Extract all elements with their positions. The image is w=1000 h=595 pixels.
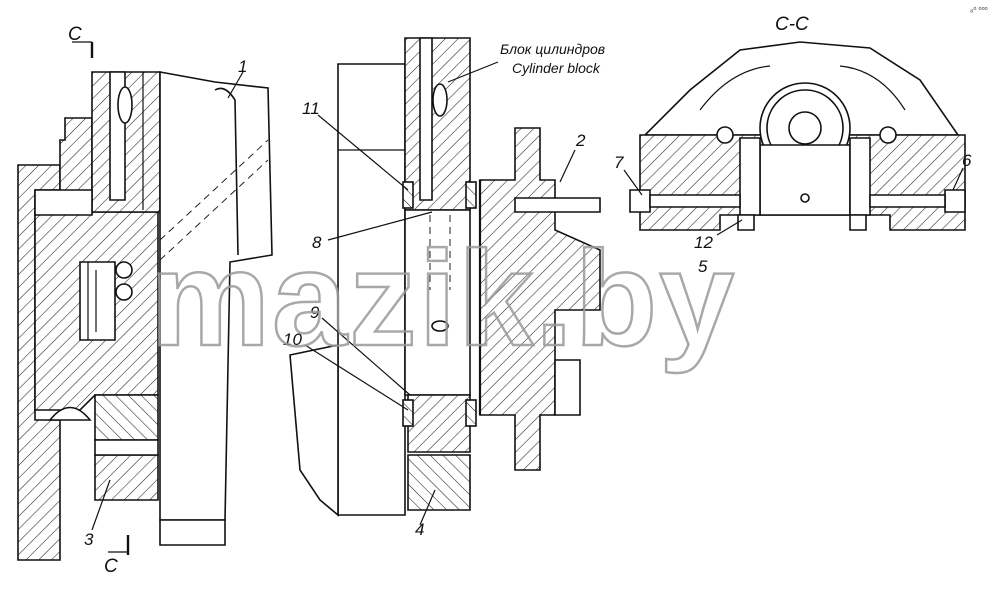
leader-lines xyxy=(91,61,964,531)
middle-assembly xyxy=(289,37,601,517)
callouts: 1 2 3 4 5 6 7 8 9 10 11 12 xyxy=(84,57,972,549)
callout-1: 1 xyxy=(238,57,247,76)
cylinder-block-label-en: Cylinder block xyxy=(512,60,601,76)
callout-6: 6 xyxy=(962,151,972,170)
left-assembly xyxy=(17,71,273,561)
callout-4: 4 xyxy=(415,520,424,539)
corner-mark: ₈ᵒ ᵒᵒᵒ xyxy=(970,5,988,14)
callout-12: 12 xyxy=(694,233,713,252)
section-cc-view xyxy=(629,41,966,231)
callout-8: 8 xyxy=(312,233,322,252)
callout-3: 3 xyxy=(84,530,94,549)
section-cut-marks: С С xyxy=(68,24,130,577)
section-mark-bottom: С xyxy=(104,556,118,577)
callout-9: 9 xyxy=(310,303,320,322)
watermark-text: mazik.by xyxy=(150,223,736,374)
section-view-title: С-С xyxy=(775,14,809,35)
callout-2: 2 xyxy=(575,131,586,150)
callout-7: 7 xyxy=(614,153,624,172)
section-mark-top: С xyxy=(68,24,82,45)
callout-10: 10 xyxy=(283,330,302,349)
cylinder-block-label-ru: Блок цилиндров xyxy=(500,41,605,57)
callout-5: 5 xyxy=(698,257,708,276)
callout-11: 11 xyxy=(302,99,320,118)
